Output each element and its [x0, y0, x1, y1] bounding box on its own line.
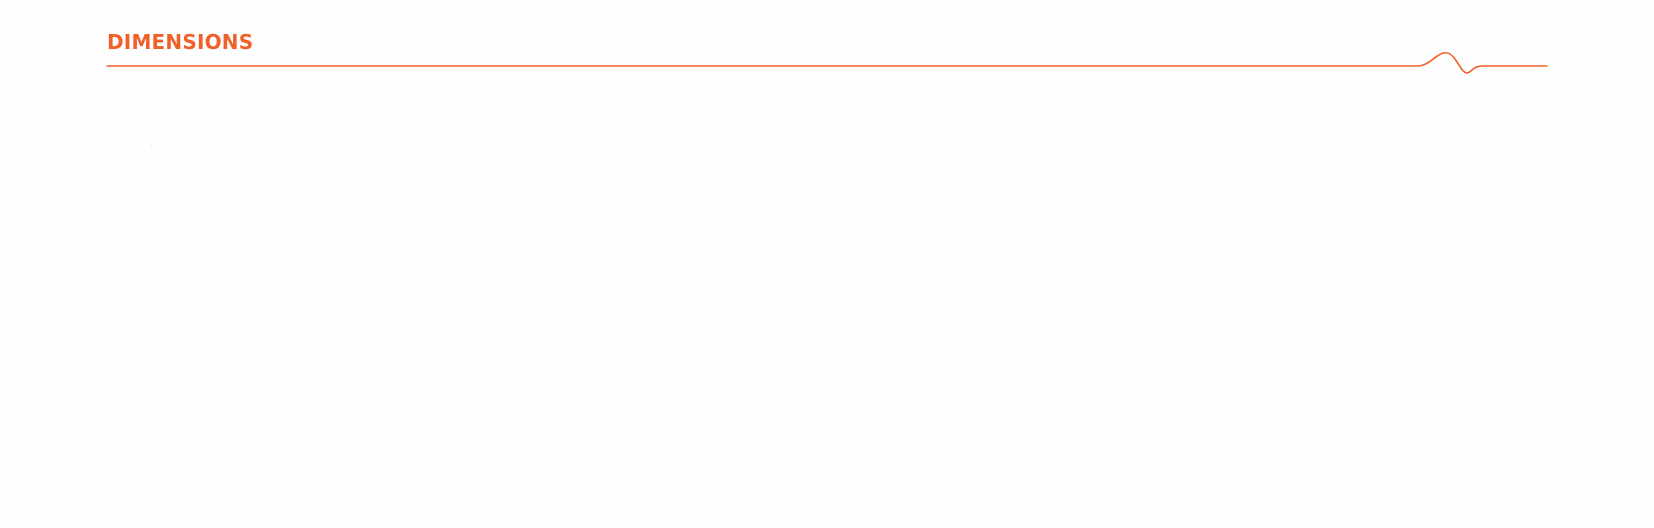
placeholder-dot — [1173, 145, 1174, 146]
dimensions-content — [107, 100, 1547, 500]
placeholder-dot — [151, 145, 152, 146]
section-header: DIMENSIONS — [106, 29, 1548, 79]
section-title: DIMENSIONS — [107, 30, 254, 54]
divider-line — [106, 51, 1548, 74]
wave-divider-icon — [106, 51, 1548, 74]
